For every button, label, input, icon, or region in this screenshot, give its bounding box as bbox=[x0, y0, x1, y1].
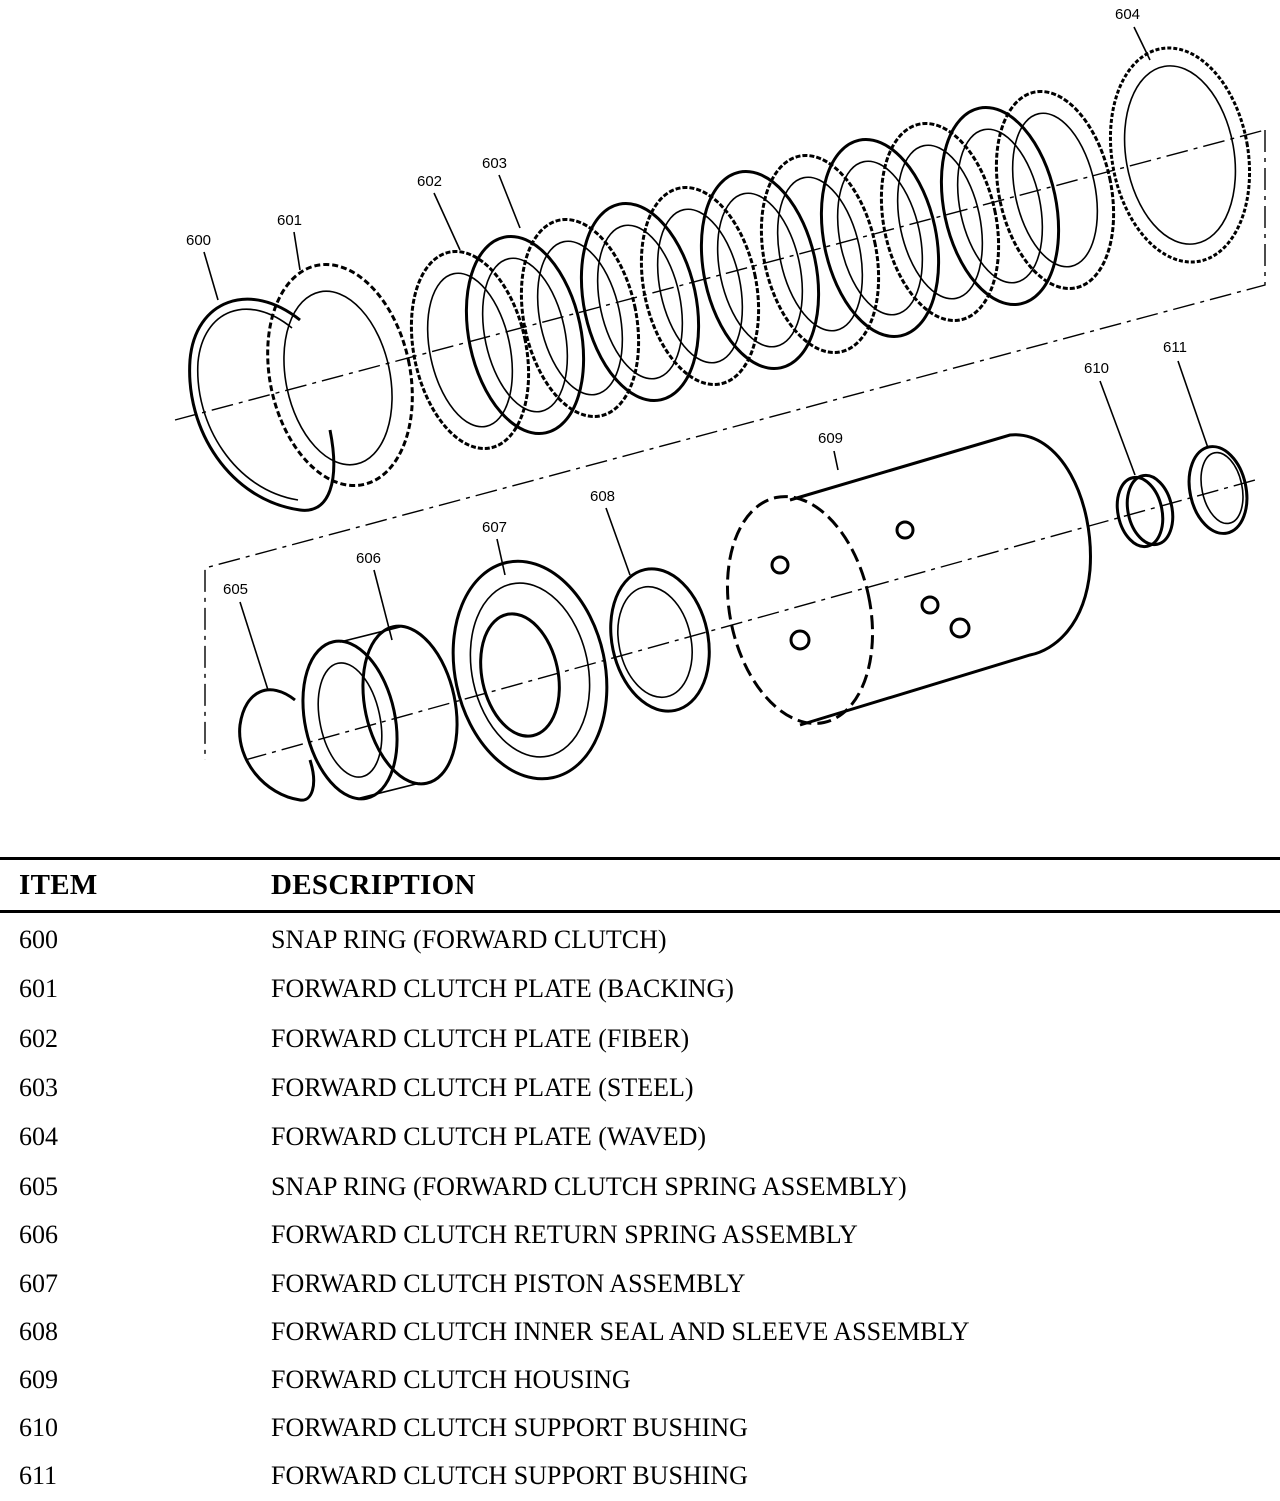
item-description: SNAP RING (FORWARD CLUTCH) bbox=[271, 925, 667, 954]
table-row: 602 FORWARD CLUTCH PLATE (FIBER) bbox=[0, 1024, 1280, 1064]
inner-seal-sleeve-608 bbox=[609, 567, 711, 713]
item-description: FORWARD CLUTCH SUPPORT BUSHING bbox=[271, 1413, 748, 1442]
table-row: 608 FORWARD CLUTCH INNER SEAL AND SLEEVE… bbox=[0, 1317, 1280, 1357]
table-row: 610 FORWARD CLUTCH SUPPORT BUSHING bbox=[0, 1413, 1280, 1453]
exploded-view-diagram: 600 601 602 603 604 605 606 607 608 609 … bbox=[174, 6, 1266, 802]
item-description: FORWARD CLUTCH RETURN SPRING ASSEMBLY bbox=[271, 1220, 858, 1249]
connector-centerline bbox=[204, 130, 1266, 760]
callout-607: 607 bbox=[482, 519, 507, 536]
item-description: FORWARD CLUTCH INNER SEAL AND SLEEVE ASS… bbox=[271, 1317, 970, 1346]
table-row: 600 SNAP RING (FORWARD CLUTCH) bbox=[0, 925, 1280, 965]
item-description: FORWARD CLUTCH PLATE (STEEL) bbox=[271, 1073, 694, 1102]
item-number: 610 bbox=[19, 1413, 58, 1442]
item-description: FORWARD CLUTCH PLATE (BACKING) bbox=[271, 974, 734, 1003]
callout-606: 606 bbox=[356, 550, 381, 567]
item-number: 602 bbox=[19, 1024, 58, 1053]
forward-clutch-housing-609 bbox=[725, 433, 1092, 727]
callout-609: 609 bbox=[818, 430, 843, 447]
piston-assembly-607 bbox=[451, 559, 609, 781]
support-bushing-610 bbox=[1115, 473, 1175, 549]
table-row: 607 FORWARD CLUTCH PISTON ASSEMBLY bbox=[0, 1269, 1280, 1309]
waved-plate-604 bbox=[1108, 46, 1252, 264]
table-top-rule bbox=[0, 857, 1280, 860]
item-description: FORWARD CLUTCH PLATE (WAVED) bbox=[271, 1122, 707, 1151]
snap-ring-605 bbox=[238, 688, 316, 802]
item-number: 606 bbox=[19, 1220, 58, 1249]
table-row: 609 FORWARD CLUTCH HOUSING bbox=[0, 1365, 1280, 1405]
column-header-item: ITEM bbox=[19, 869, 98, 901]
item-number: 603 bbox=[19, 1073, 58, 1102]
callout-605: 605 bbox=[223, 581, 248, 598]
item-description: FORWARD CLUTCH HOUSING bbox=[271, 1365, 631, 1394]
callout-601: 601 bbox=[277, 212, 302, 229]
item-number: 607 bbox=[19, 1269, 58, 1298]
table-row: 604 FORWARD CLUTCH PLATE (WAVED) bbox=[0, 1122, 1280, 1162]
callout-610: 610 bbox=[1084, 360, 1109, 377]
item-number: 609 bbox=[19, 1365, 58, 1394]
table-row: 601 FORWARD CLUTCH PLATE (BACKING) bbox=[0, 974, 1280, 1014]
callout-611: 611 bbox=[1163, 339, 1187, 356]
item-description: SNAP RING (FORWARD CLUTCH SPRING ASSEMBL… bbox=[271, 1172, 907, 1201]
parts-legend-table: ITEM DESCRIPTION 600 SNAP RING (FORWARD … bbox=[0, 857, 1280, 1498]
item-number: 601 bbox=[19, 974, 58, 1003]
item-number: 604 bbox=[19, 1122, 58, 1151]
item-number: 611 bbox=[19, 1461, 58, 1490]
table-header-rule bbox=[0, 910, 1280, 913]
item-number: 600 bbox=[19, 925, 58, 954]
table-row: 606 FORWARD CLUTCH RETURN SPRING ASSEMBL… bbox=[0, 1220, 1280, 1260]
lower-centerline bbox=[244, 479, 1256, 761]
snap-ring-600 bbox=[188, 297, 336, 512]
callout-608: 608 bbox=[590, 488, 615, 505]
callout-602: 602 bbox=[417, 173, 442, 190]
clutch-plate-stack bbox=[409, 89, 1116, 451]
item-number: 608 bbox=[19, 1317, 58, 1346]
table-row: 611 FORWARD CLUTCH SUPPORT BUSHING bbox=[0, 1461, 1280, 1501]
item-description: FORWARD CLUTCH PISTON ASSEMBLY bbox=[271, 1269, 746, 1298]
item-description: FORWARD CLUTCH PLATE (FIBER) bbox=[271, 1024, 690, 1053]
item-description: FORWARD CLUTCH SUPPORT BUSHING bbox=[271, 1461, 748, 1490]
return-spring-assembly-606 bbox=[301, 624, 459, 801]
callout-603: 603 bbox=[482, 155, 507, 172]
column-header-description: DESCRIPTION bbox=[271, 869, 476, 901]
callout-600: 600 bbox=[186, 232, 211, 249]
table-row: 605 SNAP RING (FORWARD CLUTCH SPRING ASS… bbox=[0, 1172, 1280, 1212]
item-number: 605 bbox=[19, 1172, 58, 1201]
leader-lines bbox=[203, 26, 1209, 691]
backing-plate-601 bbox=[266, 262, 414, 488]
table-row: 603 FORWARD CLUTCH PLATE (STEEL) bbox=[0, 1073, 1280, 1113]
callout-604: 604 bbox=[1115, 6, 1140, 23]
support-bushing-611 bbox=[1187, 445, 1249, 535]
